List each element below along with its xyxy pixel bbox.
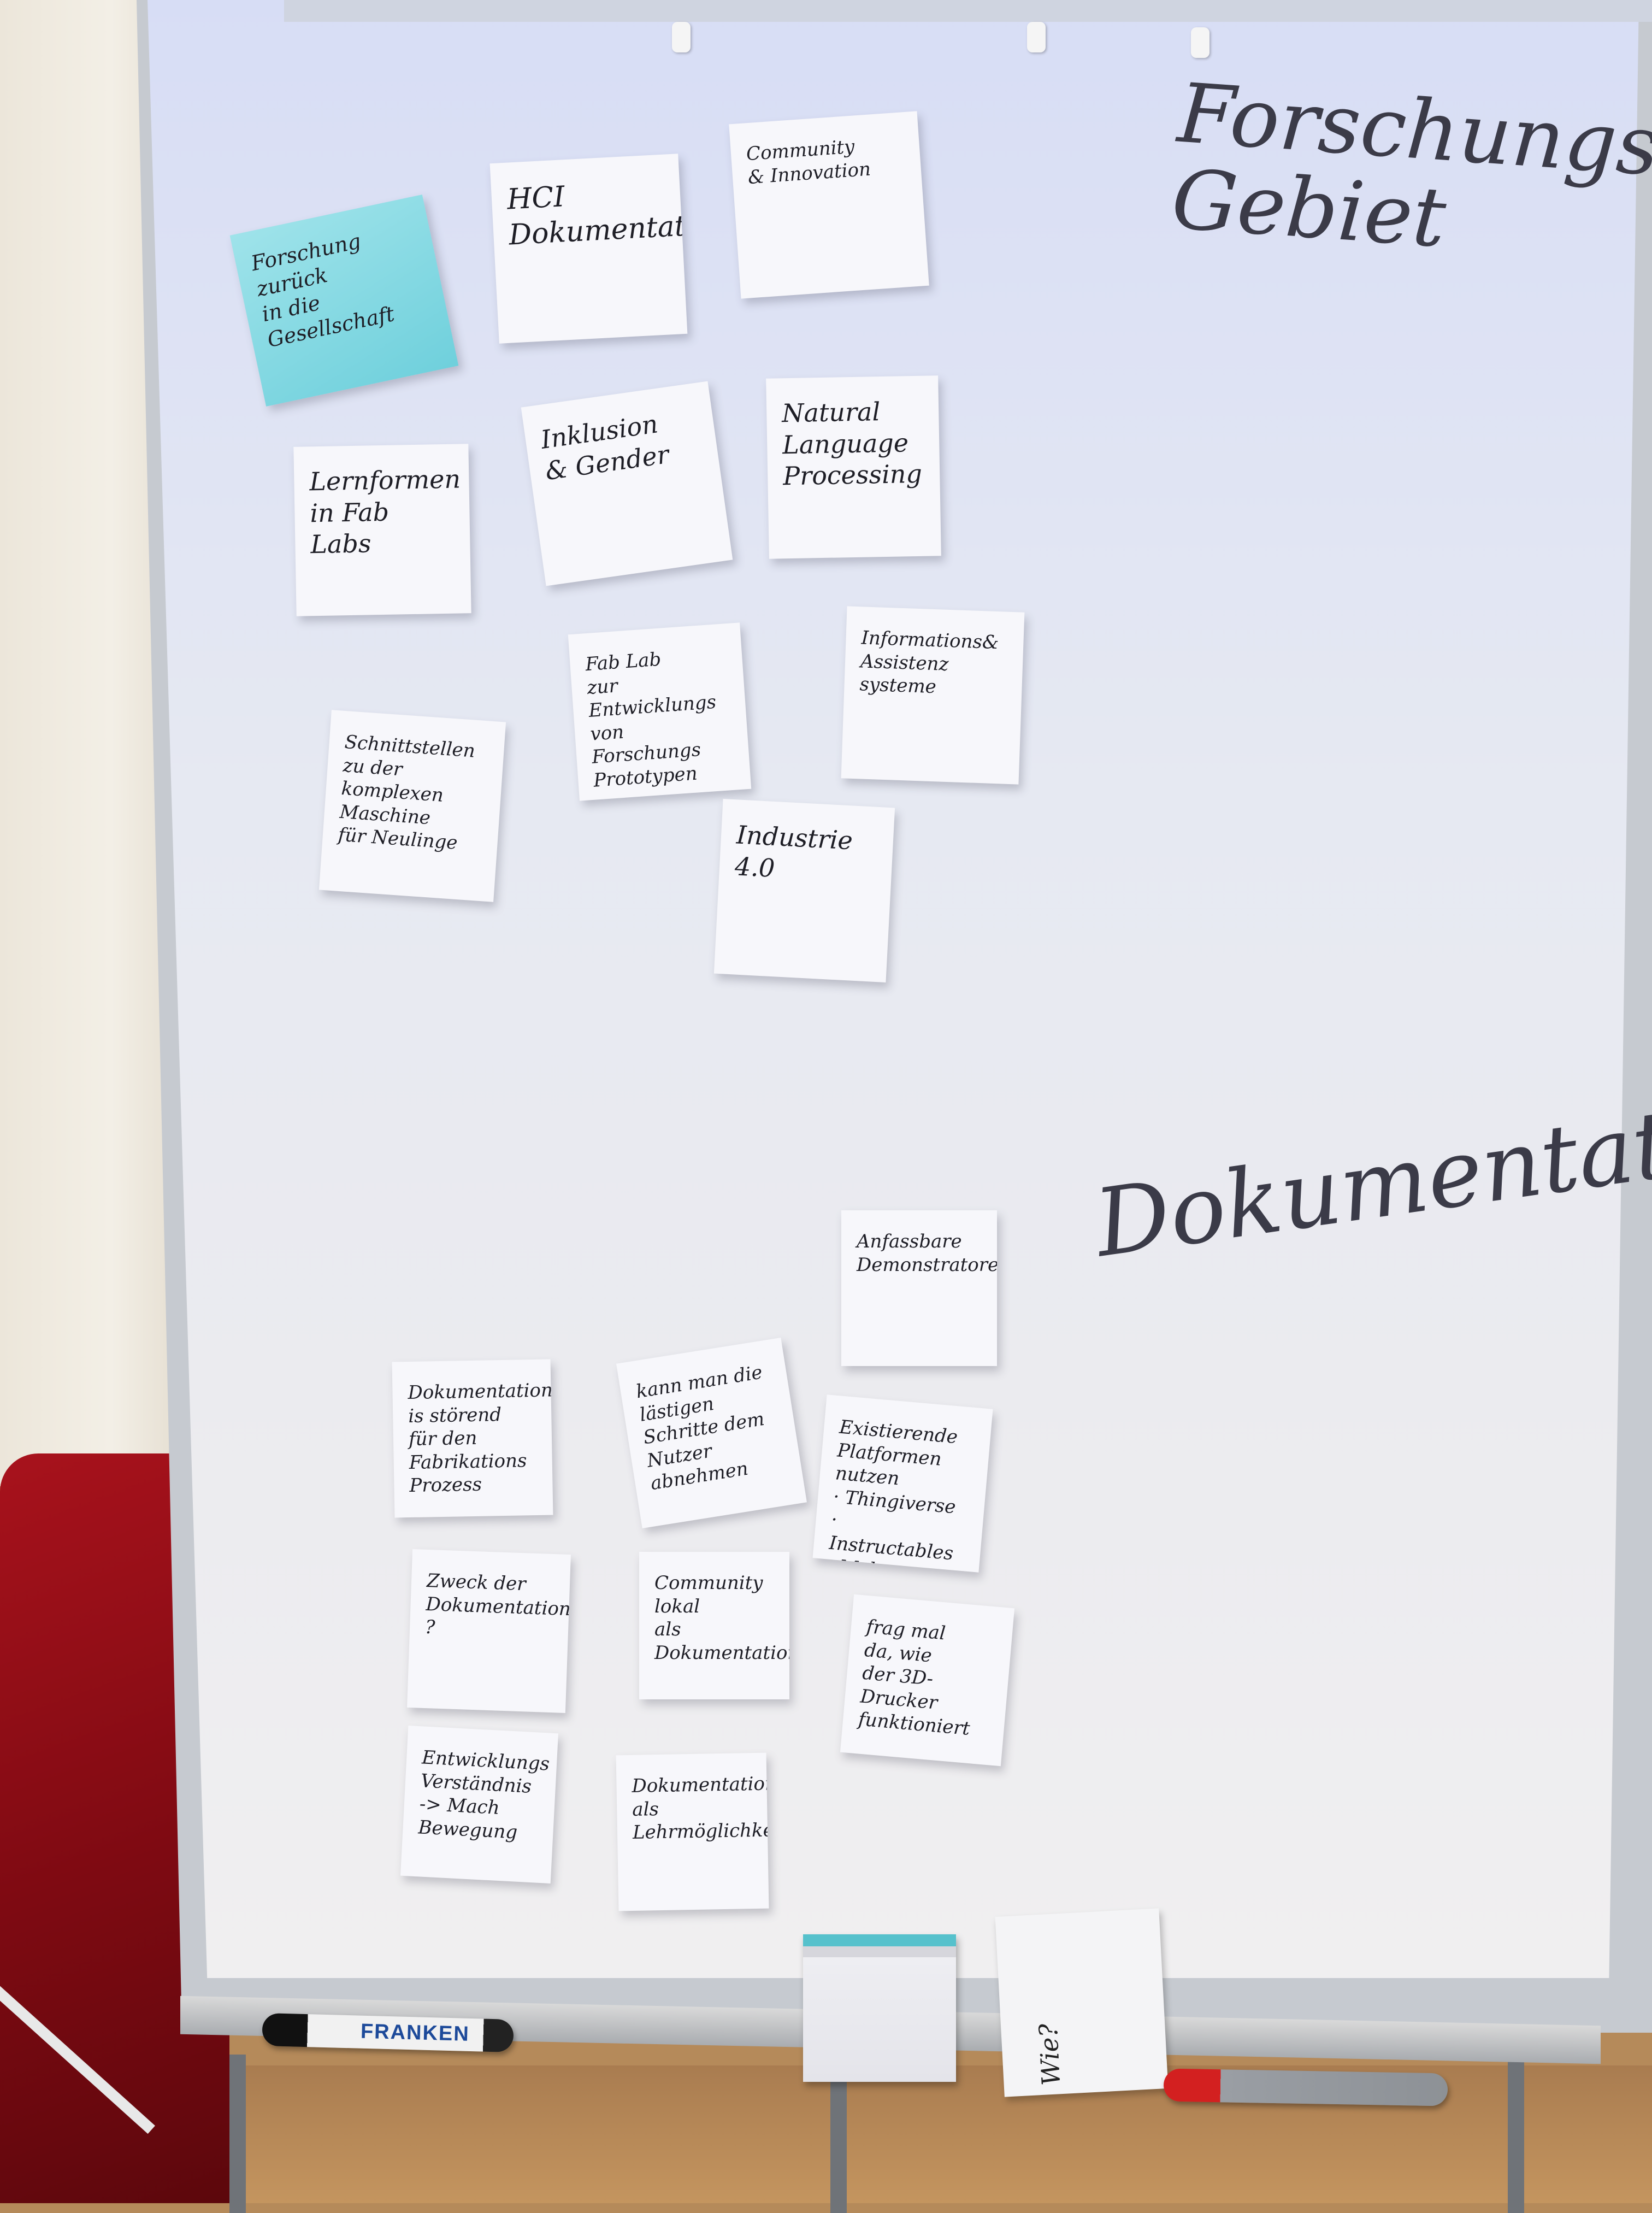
sticky-note: Entwicklungs Verständnis -> Mach Bewegun… [400,1725,559,1884]
paper-clip [1027,22,1046,52]
marker-brand: FRANKEN [360,2020,470,2046]
paper-clip [672,22,691,52]
sticky-note: Informations& Assistenz systeme [841,606,1025,785]
paper-clip [1191,27,1210,58]
sticky-note: frag mal da, wie der 3D- Drucker funktio… [840,1594,1015,1767]
sticky-note: HCI Dokumentation [489,154,688,344]
sticky-note: Dokumentation is störend für den Fabrika… [392,1359,553,1518]
sticky-note: Anfassbare Demonstratoren [841,1210,997,1366]
sticky-note: Existierende Platformen nutzen · Thingiv… [812,1394,993,1573]
easel-leg [229,2055,246,2213]
sticky-note: Community lokal als Dokumentation [639,1552,789,1699]
sticky-note: kann man die lästigen Schritte dem Nutze… [616,1338,807,1528]
sticky-note: Dokumentation als Lehrmöglichkeit [616,1752,769,1911]
sticky-note: Industrie 4.0 [713,798,895,983]
sticky-note: Schnittstellen zu der komplexen Maschine… [318,710,506,902]
sticky-note: Community & Innovation [729,111,929,299]
loose-papers: Wie? [995,1908,1169,2097]
sticky-note: Lernformen in Fab Labs [293,444,471,616]
sticky-note: Natural Language Processing [766,375,941,559]
sticky-note: Inklusion & Gender [521,381,733,586]
paper-text: Wie? [1033,2023,1066,2087]
heading-forschungsgebiet: Forschungs Gebiet [1169,66,1652,266]
sticky-note-pad [803,1934,956,2082]
red-marker [1163,2068,1448,2106]
sticky-note: Zweck der Dokumentation ? [407,1549,571,1713]
flipchart-top-bar [284,0,1652,22]
black-marker: FRANKEN [262,2012,514,2053]
sticky-note: Fab Lab zur Entwicklungs von Forschungs … [568,622,752,801]
easel-leg [1508,2055,1524,2213]
